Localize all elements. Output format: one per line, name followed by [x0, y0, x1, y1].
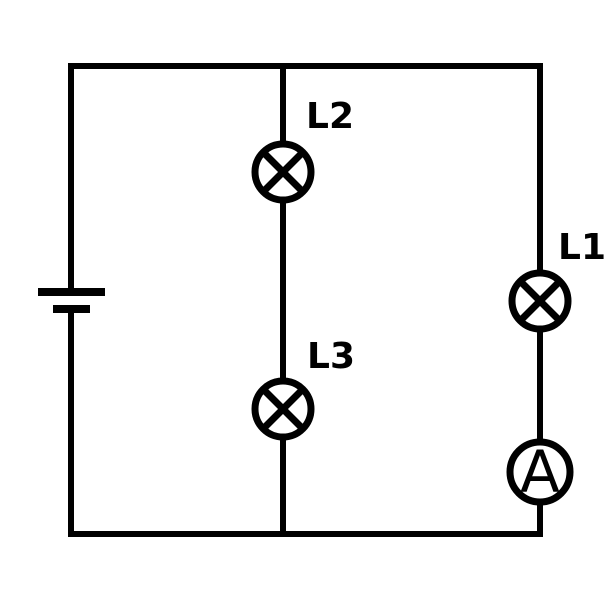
- ammeter-letter: A: [520, 438, 560, 506]
- lamp-l3-circle: [251, 377, 315, 441]
- lamp-l2-cross-2: [260, 149, 306, 195]
- ammeter-circle: [506, 438, 574, 506]
- label-l1: L1: [558, 227, 606, 268]
- lamp-l1-circle: [508, 269, 572, 333]
- lamp-l3-cross-2: [260, 386, 306, 432]
- lamp-l3-icon: [251, 377, 315, 441]
- label-l3: L3: [307, 336, 355, 377]
- ammeter-icon: A: [506, 438, 574, 506]
- lamp-l1-cross-2: [517, 278, 563, 324]
- label-l2: L2: [306, 96, 354, 137]
- battery-icon: [38, 288, 105, 313]
- lamp-l1-icon: [508, 269, 572, 333]
- lamp-l2-circle: [251, 140, 315, 204]
- lamp-l2-icon: [251, 140, 315, 204]
